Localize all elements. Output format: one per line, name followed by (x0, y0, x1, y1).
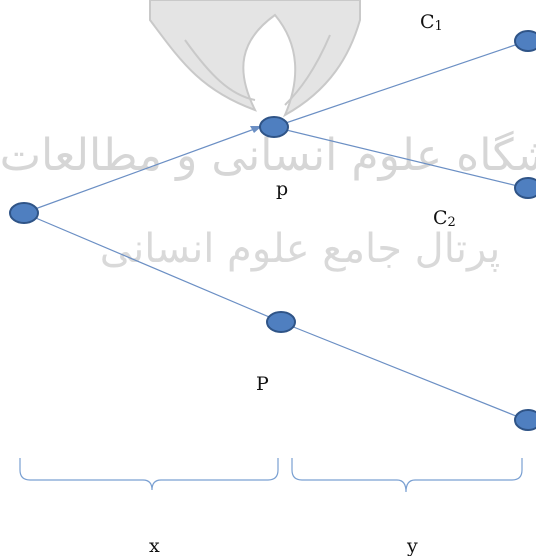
label-c1-subscript: 1 (435, 19, 443, 34)
label-x: x (149, 535, 160, 556)
watermark-text-line1: پژوهشگاه علوم انسانی و مطالعات فرهنگی (0, 130, 536, 181)
arrowhead-upper (250, 126, 262, 133)
node-lower (266, 311, 296, 333)
label-c2-subscript: 2 (448, 215, 456, 230)
label-p-upper: p (276, 178, 288, 200)
node-end (514, 409, 536, 431)
label-c1: C1 (420, 11, 443, 34)
edge-upper-to-c2 (273, 126, 527, 189)
node-c1 (514, 30, 536, 52)
edge-lower-to-end (280, 321, 527, 421)
brace-y (291, 458, 523, 493)
brace-x (19, 458, 279, 491)
edge-upper-to-c1 (273, 41, 525, 128)
watermark-logo (149, 0, 361, 118)
edge-root-to-upper (23, 126, 261, 214)
label-p-lower: P (256, 373, 269, 395)
label-c2: C2 (433, 207, 456, 230)
label-y: y (406, 535, 418, 556)
node-root (9, 202, 39, 224)
node-upper (259, 116, 289, 138)
watermark-text-line2: پرتال جامع علوم انسانی (100, 226, 501, 272)
edge-root-to-lower (23, 212, 282, 323)
node-c2 (514, 177, 536, 199)
